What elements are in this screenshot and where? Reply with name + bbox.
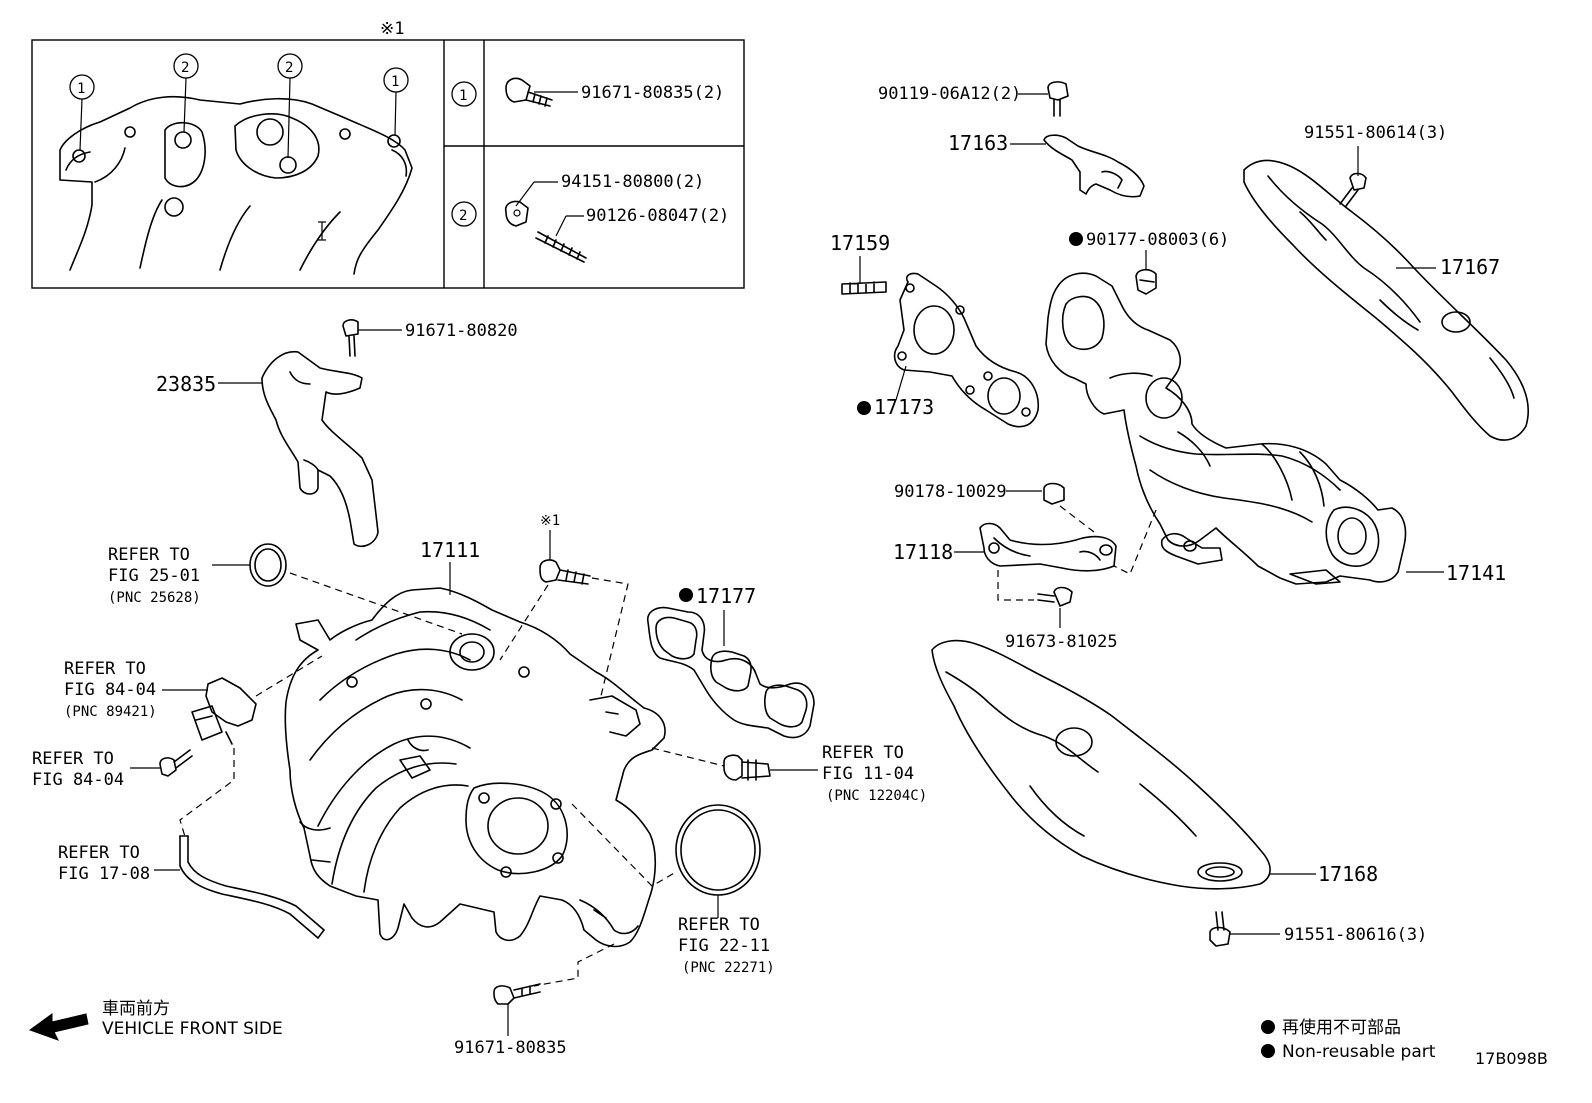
insulator-17168: 17168 — [931, 639, 1378, 890]
stud-17159: 17159 — [830, 231, 890, 295]
ref-fig-11-04: REFER TO FIG 11-04 (PNC 12204C) — [651, 743, 927, 804]
bolt-91673-81025: 91673-81025 — [1005, 586, 1118, 652]
nut-icon — [504, 200, 529, 227]
label-17111: 17111 — [420, 538, 480, 562]
bolt-91551-80614: 91551-80614(3) — [1304, 123, 1447, 207]
ref-fig-17-08-hose: REFER TO FIG 17-08 — [58, 835, 325, 939]
label-91551-80614: 91551-80614(3) — [1304, 123, 1447, 143]
svg-text:1: 1 — [77, 81, 85, 97]
bracket-17118: 17118 — [893, 522, 1117, 601]
ref-fig-84-04-sensor: REFER TO FIG 84-04 (PNC 89421) — [64, 655, 323, 841]
front-arrow-icon — [28, 1013, 89, 1041]
non-reusable-dot-icon — [1261, 1020, 1275, 1034]
svg-text:REFER TO: REFER TO — [32, 749, 114, 769]
vehicle-front-direction: 車両前方 VEHICLE FRONT SIDE — [28, 999, 283, 1041]
nut-90177-08003: 90177-08003(6) — [1069, 230, 1229, 295]
gasket-17177: 17177 — [646, 584, 815, 739]
part-90126-08047-2: 90126-08047(2) — [586, 206, 729, 226]
svg-text:FIG 11-04: FIG 11-04 — [822, 764, 914, 784]
label-91551-80616: 91551-80616(3) — [1284, 925, 1427, 945]
bracket-23835: 23835 — [156, 351, 379, 548]
label-91671-80820: 91671-80820 — [405, 321, 518, 341]
svg-text:1: 1 — [459, 88, 467, 104]
gasket-17173: 17173 — [857, 272, 1040, 428]
svg-text:REFER TO: REFER TO — [822, 743, 904, 763]
svg-text:2: 2 — [285, 60, 293, 76]
svg-text:2: 2 — [459, 208, 467, 224]
inset-panel: ※1 1 2 — [31, 19, 745, 289]
front-label-jp: 車両前方 — [102, 999, 170, 1019]
svg-text:※1: ※1 — [540, 513, 560, 529]
bolt-91671-80820: 91671-80820 — [342, 319, 518, 357]
label-17173: 17173 — [874, 395, 934, 419]
inset-row-1: 1 91671-80835(2) — [451, 77, 724, 107]
bolt-91671-80835: 91671-80835 — [454, 943, 615, 1058]
label-17111-group: 17111 — [420, 538, 480, 595]
svg-text:FIG 84-04: FIG 84-04 — [64, 680, 156, 700]
ref-fig-84-04-bolt: REFER TO FIG 84-04 — [32, 749, 193, 790]
part-94151-80800-2: 94151-80800(2) — [561, 172, 704, 192]
svg-text:FIG 25-01: FIG 25-01 — [108, 566, 200, 586]
figure-id: 17B098B — [1475, 1049, 1548, 1068]
svg-text:2: 2 — [181, 60, 189, 76]
inset-flange-drawing — [59, 95, 413, 275]
label-17118: 17118 — [893, 540, 953, 564]
front-label-en: VEHICLE FRONT SIDE — [102, 1019, 283, 1039]
label-91671-80835: 91671-80835 — [454, 1038, 567, 1058]
label-17163: 17163 — [948, 131, 1008, 155]
exhaust-manifold-17141: 17141 — [1045, 272, 1506, 585]
svg-text:FIG 22-11: FIG 22-11 — [678, 936, 770, 956]
legend-jp: 再使用不可部品 — [1282, 1017, 1401, 1038]
legend: 再使用不可部品 Non-reusable part — [1261, 1017, 1436, 1062]
part-91671-80835-2: 91671-80835(2) — [581, 83, 724, 103]
svg-text:REFER TO: REFER TO — [58, 843, 140, 863]
label-91673-81025: 91673-81025 — [1005, 632, 1118, 652]
nut-90178-10029: 90178-10029 — [894, 482, 1157, 575]
svg-text:(PNC 12204C): (PNC 12204C) — [826, 788, 927, 804]
label-17177: 17177 — [696, 584, 756, 608]
svg-text:(PNC 89421): (PNC 89421) — [64, 704, 157, 720]
svg-text:REFER TO: REFER TO — [678, 915, 760, 935]
ref-fig-22-11: REFER TO FIG 22-11 (PNC 22271) — [571, 803, 775, 976]
inset-marker: ※1 — [380, 19, 404, 39]
inset-callouts: 1 2 2 1 — [69, 53, 409, 159]
inset-frame — [31, 39, 745, 289]
label-90177-08003: 90177-08003(6) — [1086, 230, 1229, 250]
label-23835: 23835 — [156, 372, 216, 396]
svg-text:(PNC 22271): (PNC 22271) — [682, 960, 775, 976]
svg-text:(PNC 25628): (PNC 25628) — [108, 590, 201, 606]
label-90178-10029: 90178-10029 — [894, 482, 1007, 502]
legend-en: Non-reusable part — [1282, 1042, 1436, 1062]
non-reusable-dot-icon — [1261, 1044, 1275, 1058]
bolt-icon — [505, 77, 553, 107]
svg-text:REFER TO: REFER TO — [108, 545, 190, 565]
bolt-90119-06A12: 90119-06A12(2) — [878, 81, 1069, 117]
label-17159: 17159 — [830, 231, 890, 255]
inset-row-2: 2 94151-80800(2) 90126-08047(2) — [451, 172, 729, 263]
label-17168: 17168 — [1318, 862, 1378, 886]
bracket-17163: 17163 — [948, 131, 1145, 198]
bolt-91551-80616: 91551-80616(3) — [1209, 911, 1427, 947]
ref-fig-25-01: REFER TO FIG 25-01 (PNC 25628) — [108, 543, 463, 635]
stud-marker-1: ※1 — [499, 513, 629, 701]
stud-icon — [535, 231, 587, 263]
svg-text:FIG 17-08: FIG 17-08 — [58, 864, 150, 884]
svg-text:FIG 84-04: FIG 84-04 — [32, 770, 124, 790]
label-90119-06A12: 90119-06A12(2) — [878, 84, 1021, 104]
intake-manifold-17111 — [284, 587, 666, 948]
label-17141: 17141 — [1446, 561, 1506, 585]
insulator-17167: 17167 — [1243, 159, 1529, 441]
svg-text:1: 1 — [391, 74, 399, 90]
label-17167: 17167 — [1440, 255, 1500, 279]
svg-text:REFER TO: REFER TO — [64, 659, 146, 679]
